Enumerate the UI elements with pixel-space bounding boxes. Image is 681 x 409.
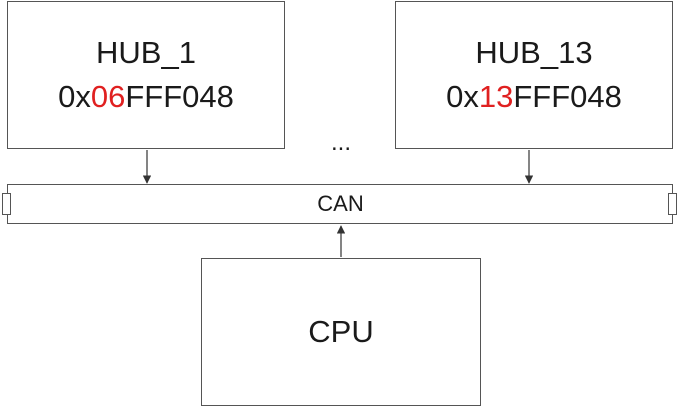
- hub-1-address-prefix: 0x: [58, 79, 91, 114]
- cpu-box: CPU: [201, 258, 481, 406]
- hub-1-address-highlight: 06: [90, 79, 126, 114]
- bus-terminator-left: [2, 193, 11, 215]
- hub-13-address-suffix: FFF048: [513, 79, 622, 114]
- hub-1-name: HUB_1: [96, 35, 196, 70]
- can-bus: [7, 184, 673, 224]
- hub-13-name: HUB_13: [475, 35, 593, 70]
- cpu-label: CPU: [308, 314, 374, 349]
- hub-13-address-highlight: 13: [478, 79, 514, 114]
- more-hubs-ellipsis: ...: [330, 129, 351, 156]
- hub-1-address-suffix: FFF048: [125, 79, 234, 114]
- hub-13-box: HUB_13 0x13FFF048: [395, 1, 673, 149]
- hub-13-address-prefix: 0x: [446, 79, 479, 114]
- bus-terminator-right: [668, 193, 677, 215]
- can-bus-label: CAN: [317, 191, 364, 216]
- hub-1-address: 0x06FFF048: [58, 75, 234, 119]
- hub-13-address: 0x13FFF048: [446, 75, 622, 119]
- hub-1-box: HUB_1 0x06FFF048: [7, 1, 285, 149]
